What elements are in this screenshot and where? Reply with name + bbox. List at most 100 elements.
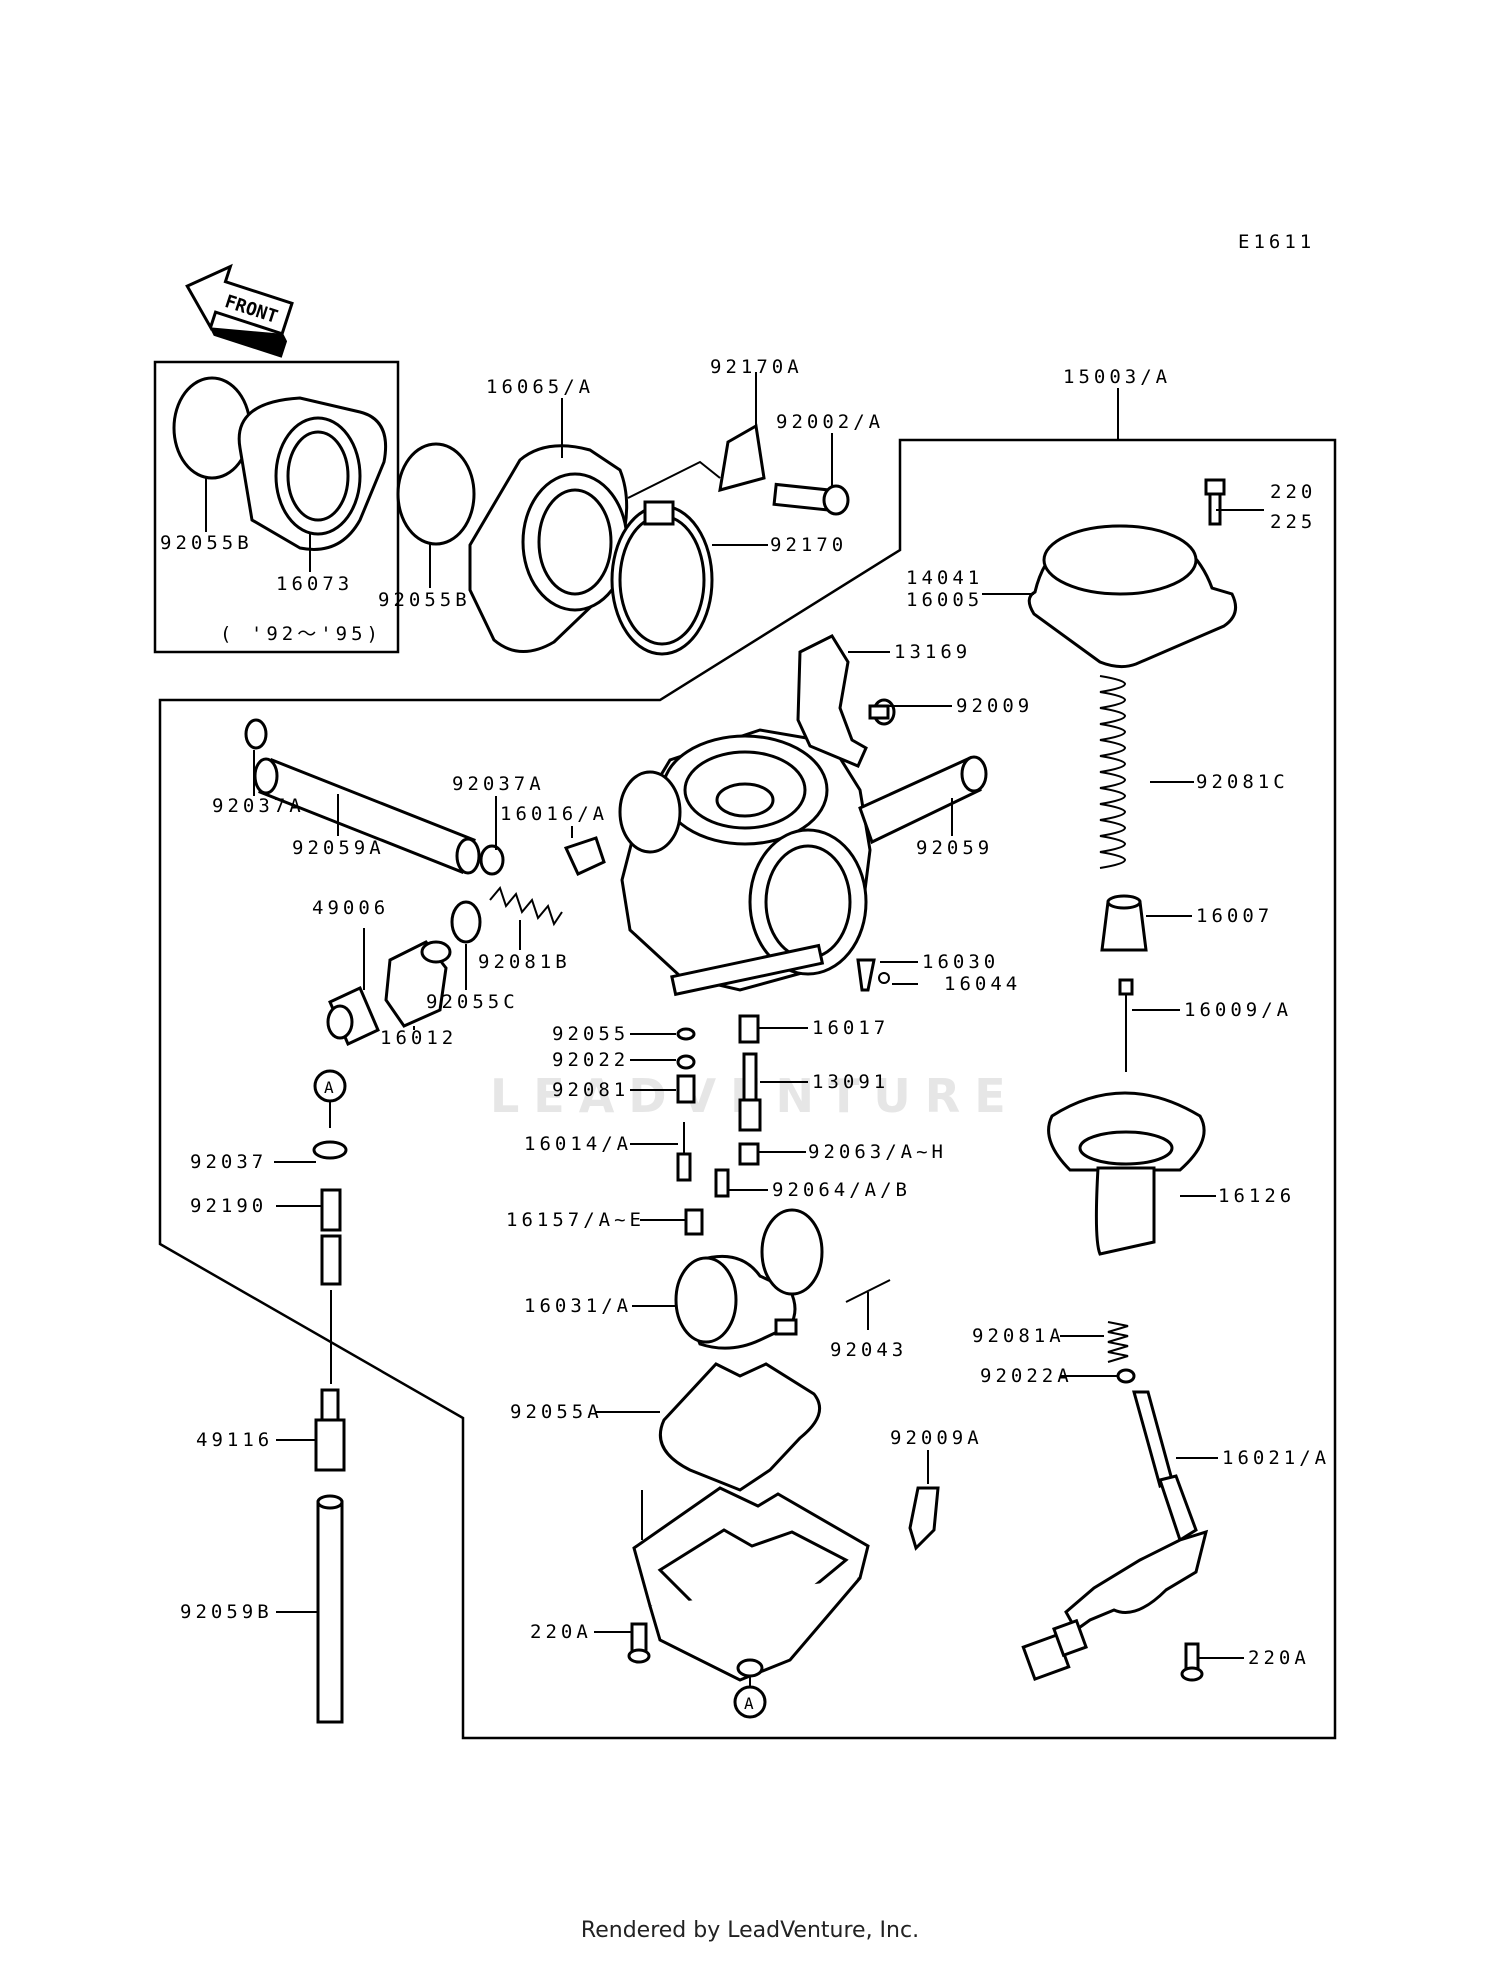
label-92002: 92002/A	[776, 411, 884, 433]
label-92059a: 92059A	[292, 837, 385, 859]
label-13169: 13169	[894, 641, 971, 663]
label-16073: 16073	[276, 573, 353, 595]
label-92081: 92081	[552, 1079, 629, 1101]
label-92055: 92055	[552, 1023, 629, 1045]
jet-16157	[684, 1208, 704, 1236]
label-92190: 92190	[190, 1195, 267, 1217]
label-92064: 92064/A/B	[772, 1179, 911, 1201]
label-92009: 92009	[956, 695, 1033, 717]
label-16065: 16065/A	[486, 376, 594, 398]
label-16157: 16157/A~E	[506, 1209, 645, 1231]
clip-92037a-left	[244, 718, 268, 750]
spring-92081	[676, 1074, 696, 1104]
tube-92190	[320, 1188, 342, 1286]
front-arrow-icon: FRONT	[185, 263, 294, 358]
label-92022a: 92022A	[980, 1365, 1073, 1387]
jet-92064	[714, 1168, 730, 1198]
label-16017: 16017	[812, 1017, 889, 1039]
label-16031: 16031/A	[524, 1295, 632, 1317]
bracket-92170a	[718, 423, 766, 493]
ref-marker-a-top-label: A	[324, 1078, 334, 1097]
o-ring-92055	[676, 1027, 696, 1041]
float-valve-16030	[856, 958, 890, 992]
float-bowl	[632, 1486, 870, 1682]
label-16021: 16021/A	[1222, 1447, 1330, 1469]
label-92009a: 92009A	[890, 1427, 983, 1449]
label-14041: 14041	[906, 567, 983, 589]
top-cover-14041	[1027, 524, 1238, 669]
needle-16009	[1118, 978, 1134, 1072]
washer-92022a	[1116, 1368, 1136, 1384]
plunger-16012	[384, 940, 452, 1028]
label-16009: 16009/A	[1184, 999, 1292, 1021]
clip-92037a-right	[479, 844, 505, 876]
label-92059b: 92059B	[180, 1601, 273, 1623]
intake-holder-16065	[468, 444, 629, 653]
label-49006: 49006	[312, 897, 389, 919]
diagram-code: E1611	[1238, 231, 1315, 253]
label-92081a: 92081A	[972, 1325, 1065, 1347]
needle-holder-16007	[1100, 894, 1148, 952]
o-ring-92055b-outer	[396, 442, 476, 546]
label-92081b: 92081B	[478, 951, 571, 973]
clip-92037	[312, 1140, 348, 1160]
label-13091: 13091	[812, 1071, 889, 1093]
label-92037: 92037	[190, 1151, 267, 1173]
spring-92081b	[489, 885, 563, 927]
screw-92009	[868, 698, 896, 726]
label-220: 220	[1270, 481, 1316, 503]
label-16005: 16005	[906, 589, 983, 611]
jet-16017	[738, 1014, 760, 1044]
label-92059: 92059	[916, 837, 993, 859]
label-225: 225	[1270, 511, 1316, 533]
label-92055a: 92055A	[510, 1401, 603, 1423]
pin-92043	[845, 1279, 891, 1303]
ref-marker-a-top	[313, 1069, 347, 1103]
label-92081c: 92081C	[1196, 771, 1289, 793]
footer-credit: Rendered by LeadVenture, Inc.	[580, 1918, 920, 1943]
clamp-92170	[610, 500, 714, 656]
float-16031	[674, 1208, 824, 1350]
pilot-screw-16014	[676, 1122, 692, 1182]
label-92022: 92022	[552, 1049, 629, 1071]
screw-220a-bowl	[627, 1622, 651, 1664]
jet-92063	[738, 1142, 760, 1166]
label-92037a-left: 92037A	[212, 795, 305, 817]
carburetor-assembly-frame	[158, 438, 1337, 1740]
joint-49116	[314, 1388, 346, 1472]
holder-16073	[237, 396, 388, 551]
label-92063: 92063/A~H	[808, 1141, 947, 1163]
pipe-92059a	[253, 757, 481, 875]
bolt-92002	[772, 482, 850, 516]
label-92037a-right: 92037A	[452, 773, 545, 795]
o-ring-92055b	[172, 376, 252, 480]
pipe-92059	[858, 755, 988, 845]
label-220a-bowl: 220A	[530, 1621, 592, 1643]
gasket-92055a	[658, 1362, 822, 1492]
screw-220	[1204, 478, 1226, 526]
starter-plunger-16021	[1021, 1390, 1209, 1682]
label-92055c: 92055C	[426, 991, 519, 1013]
spring-92081a	[1107, 1321, 1129, 1363]
o-ring-92055c	[450, 900, 482, 944]
label-92170: 92170	[770, 534, 847, 556]
leader-lines	[205, 372, 1264, 1659]
drain-screw-92009a	[908, 1486, 940, 1551]
year-note: ( '92～'95)	[220, 623, 382, 645]
label-16126: 16126	[1218, 1185, 1295, 1207]
label-16016: 16016/A	[500, 803, 608, 825]
label-92055b-inset: 92055B	[160, 532, 253, 554]
spring-92081c	[1099, 675, 1126, 869]
washer-92022	[676, 1054, 696, 1070]
screw-220a-right	[1180, 1642, 1204, 1682]
label-16030: 16030	[922, 951, 999, 973]
slide-diaphragm-16126	[1047, 1091, 1206, 1256]
label-92055b: 92055B	[378, 589, 471, 611]
label-92170a: 92170A	[710, 356, 803, 378]
label-15003: 15003/A	[1063, 366, 1171, 388]
label-49116: 49116	[196, 1429, 273, 1451]
tube-92059b	[316, 1494, 344, 1724]
label-16014: 16014/A	[524, 1133, 632, 1155]
label-16044: 16044	[944, 973, 1021, 995]
